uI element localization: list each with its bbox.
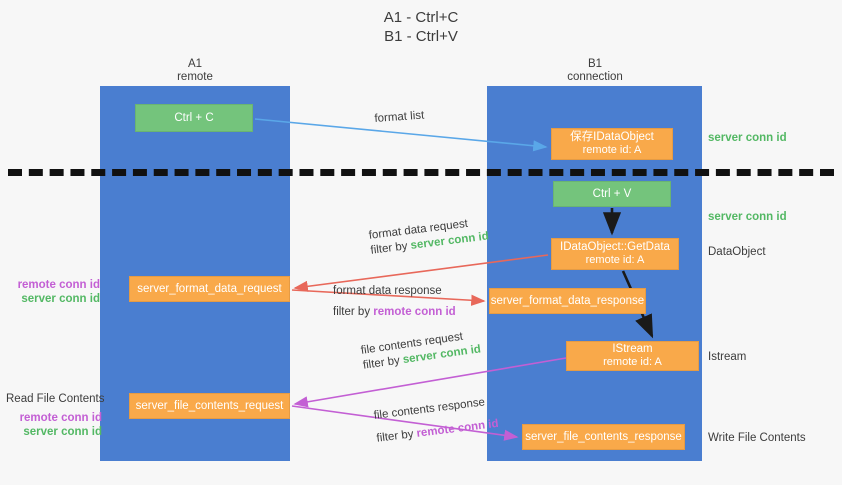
edge-label-format-data-response: format data response filter by remote co… [333,284,456,320]
node-server-format-data-response-label: server_format_data_response [490,294,645,307]
node-idataobject-line1: 保存IDataObject [570,131,654,143]
filter-key-remote-conn-id: remote conn id [373,306,456,318]
node-server-file-contents-response[interactable]: server_file_contents_response [522,424,685,450]
lane-header-a1: A1 remote [130,58,260,84]
annotation-conn-ids-upper: remote conn id server conn id [8,278,100,306]
edge-label-file-contents-request: file contents request filter by server c… [360,327,482,373]
node-server-file-contents-request-label: server_file_contents_request [135,399,284,412]
edge-label-format-list-text: format list [374,109,425,125]
node-idataobject[interactable]: 保存IDataObject remote id: A [551,128,673,160]
lane-header-b1: B1 connection [530,58,660,84]
annotation-write-file-contents-text: Write File Contents [708,432,806,444]
node-idataobject-line2: remote id: A [582,144,642,156]
node-server-file-contents-response-label: server_file_contents_response [525,430,682,443]
node-ctrl-c[interactable]: Ctrl + C [135,104,253,132]
annotation-server-conn-id-top: server conn id [708,131,787,145]
node-ctrl-v-label: Ctrl + V [592,187,632,200]
node-server-format-data-response[interactable]: server_format_data_response [489,288,646,314]
edge-label-format-list: format list [374,109,425,127]
annotation-remote-conn-id-upper: remote conn id [17,279,100,291]
lane-header-b1-role: connection [567,71,623,83]
annotation-dataobject: DataObject [708,245,766,259]
node-getdata[interactable]: IDataObject::GetData remote id: A [551,238,679,270]
edge-label-format-data-request: format data request filter by server con… [368,215,490,259]
edge-label-file-contents-response: file contents response filter by remote … [373,394,499,447]
node-server-file-contents-request[interactable]: server_file_contents_request [129,393,290,419]
node-ctrl-v[interactable]: Ctrl + V [553,181,671,207]
node-istream-line2: remote id: A [603,356,662,368]
page-title: A1 - Ctrl+C B1 - Ctrl+V [0,8,842,46]
lane-header-b1-name: B1 [587,58,603,70]
edge-label-format-data-response-text: format data response [333,285,442,297]
node-server-format-data-request[interactable]: server_format_data_request [129,276,290,302]
edge-label-format-data-response-filter: filter by remote conn id [333,305,456,320]
annotation-server-conn-id-top-text: server conn id [708,132,787,144]
node-istream-line1: IStream [612,343,653,355]
phase-divider [8,169,834,176]
annotation-write-file-contents: Write File Contents [708,431,806,445]
node-istream[interactable]: IStream remote id: A [566,341,699,371]
node-ctrl-c-label: Ctrl + C [174,111,214,124]
lane-header-a1-name: A1 [187,58,203,70]
annotation-read-file-contents-text: Read File Contents [6,393,105,405]
node-getdata-line2: remote id: A [585,254,645,266]
filter-prefix: filter by [362,354,404,372]
node-server-format-data-request-label: server_format_data_request [137,282,282,295]
annotation-istream: Istream [708,350,746,364]
title-line-2: B1 - Ctrl+V [384,28,458,45]
annotation-server-conn-id-lower: server conn id [23,426,102,438]
annotation-istream-text: Istream [708,351,747,363]
filter-prefix: filter by [375,427,418,445]
filter-prefix: filter by [369,239,412,257]
filter-prefix: filter by [333,306,374,318]
annotation-dataobject-text: DataObject [708,246,766,258]
title-line-1: A1 - Ctrl+C [383,9,459,26]
annotation-server-conn-id-upper: server conn id [21,293,100,305]
node-getdata-line1: IDataObject::GetData [560,241,670,253]
annotation-read-file-contents: Read File Contents [6,392,104,406]
annotation-server-conn-id-mid: server conn id [708,210,787,224]
annotation-remote-conn-id-lower: remote conn id [19,412,102,424]
lane-header-a1-role: remote [177,71,213,83]
annotation-server-conn-id-mid-text: server conn id [708,211,787,223]
annotation-conn-ids-lower: remote conn id server conn id [8,411,102,439]
